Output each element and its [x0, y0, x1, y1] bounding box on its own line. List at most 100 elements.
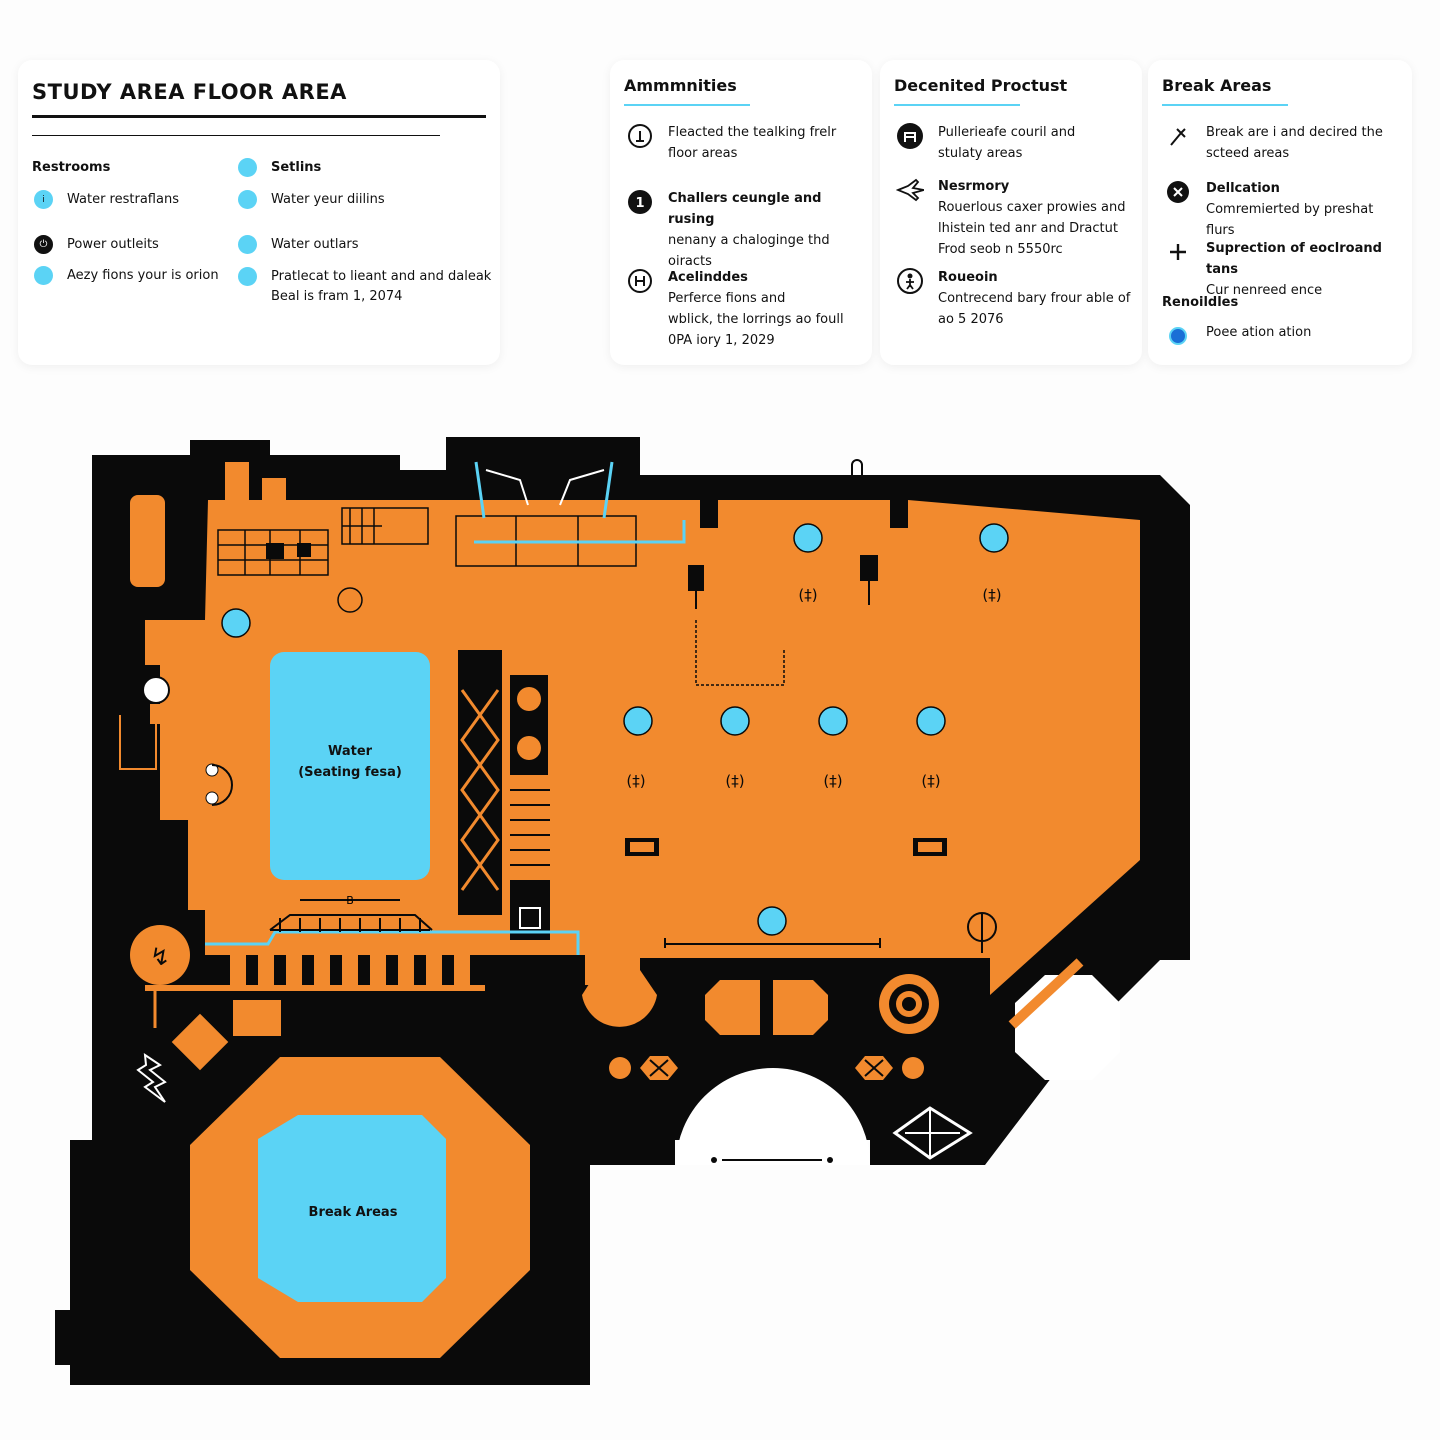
legend-item-restrooms: Restrooms	[32, 158, 110, 178]
item-line: oiracts	[668, 254, 712, 269]
item-line: floor areas	[668, 146, 738, 161]
stair-truss	[458, 650, 550, 940]
item-line: Frod seob n 5550rc	[938, 242, 1063, 257]
amenities-item: 1 Challers ceungle and rusing nenany a ch…	[626, 188, 864, 272]
item-line: nenany a chaloginge thd	[668, 233, 830, 248]
svg-text:1: 1	[635, 196, 644, 211]
top-fixtures	[688, 459, 878, 609]
blue-dot-icon	[1164, 322, 1192, 350]
item-title: Challers ceungle and rusing	[668, 191, 822, 227]
item-line: 0PA iory 1, 2029	[668, 333, 775, 348]
water-label: Water	[327, 744, 373, 759]
power-icon: ⏻	[34, 235, 53, 254]
cyan-dot-icon	[34, 266, 53, 285]
item-title: Acelinddes	[668, 270, 748, 285]
cyan-dot-icon	[238, 235, 257, 254]
item-line: Pullerieafe couril and	[938, 125, 1076, 140]
item-line: scteed areas	[1206, 146, 1290, 161]
fork-icon	[1164, 122, 1192, 150]
item-title: Nesrmory	[938, 179, 1010, 194]
products-item: Pullerieafe couril and stulaty areas	[896, 122, 1134, 164]
close-icon	[1164, 178, 1192, 206]
restroom-icon	[626, 267, 654, 295]
bench	[269, 899, 881, 948]
svg-text:↯: ↯	[150, 943, 170, 971]
left-fixtures: ↯	[119, 676, 233, 1103]
amenities-title: Ammmnities	[624, 76, 737, 95]
svg-text:(‡): (‡)	[725, 772, 744, 790]
legend-card: STUDY AREA FLOOR AREA Restrooms i Water …	[18, 60, 500, 365]
item-line: Contrecend bary frour able of	[938, 291, 1131, 306]
legend-rule	[32, 115, 486, 118]
break-sub-item: Poee ation ation	[1164, 322, 1404, 350]
products-title: Decenited Proctust	[894, 76, 1068, 95]
person-markers: (‡) (‡) (‡) (‡) (‡) (‡)	[626, 586, 1001, 790]
title-underline	[624, 104, 750, 106]
info-icon	[626, 122, 654, 150]
legend-label: Restrooms	[32, 160, 111, 175]
item-title: Roueoin	[938, 270, 998, 285]
plane-icon	[896, 176, 924, 204]
water-seating-area	[270, 652, 430, 880]
products-card: Decenited Proctust Pullerieafe couril an…	[880, 60, 1142, 365]
outlets	[625, 838, 947, 856]
item-line: Rouerlous caxer prowies and	[938, 200, 1126, 215]
svg-text:(‡): (‡)	[982, 586, 1001, 604]
renoildles-title: Renoildles	[1162, 295, 1239, 310]
water-label-sub: (Seating fesa)	[298, 765, 402, 780]
legend-label: Water outlars	[271, 237, 359, 252]
svg-text:(‡): (‡)	[921, 772, 940, 790]
item-line: Poee ation ation	[1206, 325, 1312, 340]
legend-label: Water restraflans	[67, 192, 179, 207]
svg-text:(‡): (‡)	[626, 772, 645, 790]
legend-label: Aezy fions your is orion	[67, 268, 219, 283]
legend-item-water-restrooms: i Water restraflans	[34, 190, 179, 210]
water-area-label: Water (Seating fesa)	[270, 741, 430, 783]
entry-door-swing	[485, 469, 605, 506]
item-line: ao 5 2076	[938, 312, 1004, 327]
seat-dots	[221, 523, 1009, 936]
cyan-dot-icon	[238, 267, 257, 286]
item-line: Break are i and decired the	[1206, 125, 1383, 140]
railing	[230, 955, 470, 985]
item-line: Fleacted the tealking frelr	[668, 125, 837, 140]
item-line: Cur nenreed ence	[1206, 283, 1323, 298]
item-line: stulaty areas	[938, 146, 1023, 161]
legend-label-2: Beal is fram 1, 2074	[271, 289, 403, 304]
item-line: wblick, the lorrings ao foull	[668, 312, 844, 327]
legend-item-easy: Aezy fions your is orion	[34, 266, 219, 286]
break-areas-title: Break Areas	[1162, 76, 1272, 95]
entry-cyan-lines	[205, 461, 686, 955]
item-title: Suprection of eoclroand tans	[1206, 241, 1382, 277]
legend-title: STUDY AREA FLOOR AREA	[32, 80, 347, 104]
b-marker-label: B	[340, 888, 360, 909]
legend-item-power-outlets: ⏻ Power outleits	[34, 235, 159, 255]
legend-label: Pratlecat to lieant and and daleak	[271, 269, 492, 284]
item-line: lhistein ted anr and Dractut	[938, 221, 1118, 236]
svg-text:(‡): (‡)	[823, 772, 842, 790]
title-underline	[894, 104, 1020, 106]
legend-label: Water yeur diilins	[271, 192, 385, 207]
legend-label: Setlins	[271, 160, 322, 175]
break-item: Break are i and decired the scteed areas	[1164, 122, 1404, 164]
cyan-dot-icon	[238, 158, 257, 177]
lower-fixtures	[582, 912, 997, 1165]
break-area-room	[190, 1057, 530, 1358]
break-areas-card: Break Areas Break are i and decired the s…	[1148, 60, 1412, 365]
right-room	[1008, 958, 1120, 1080]
number-one-icon: 1	[626, 188, 654, 216]
item-title: Dellcation	[1206, 181, 1280, 196]
chair-icon	[896, 122, 924, 150]
legend-label: Power outleits	[67, 237, 159, 252]
legend-item-settings: Setlins	[238, 158, 321, 178]
legend-rule-thin	[32, 135, 440, 136]
amenities-item: Fleacted the tealking frelr floor areas	[626, 122, 864, 164]
water-dot-icon: i	[34, 190, 53, 209]
plus-icon	[1164, 238, 1192, 266]
